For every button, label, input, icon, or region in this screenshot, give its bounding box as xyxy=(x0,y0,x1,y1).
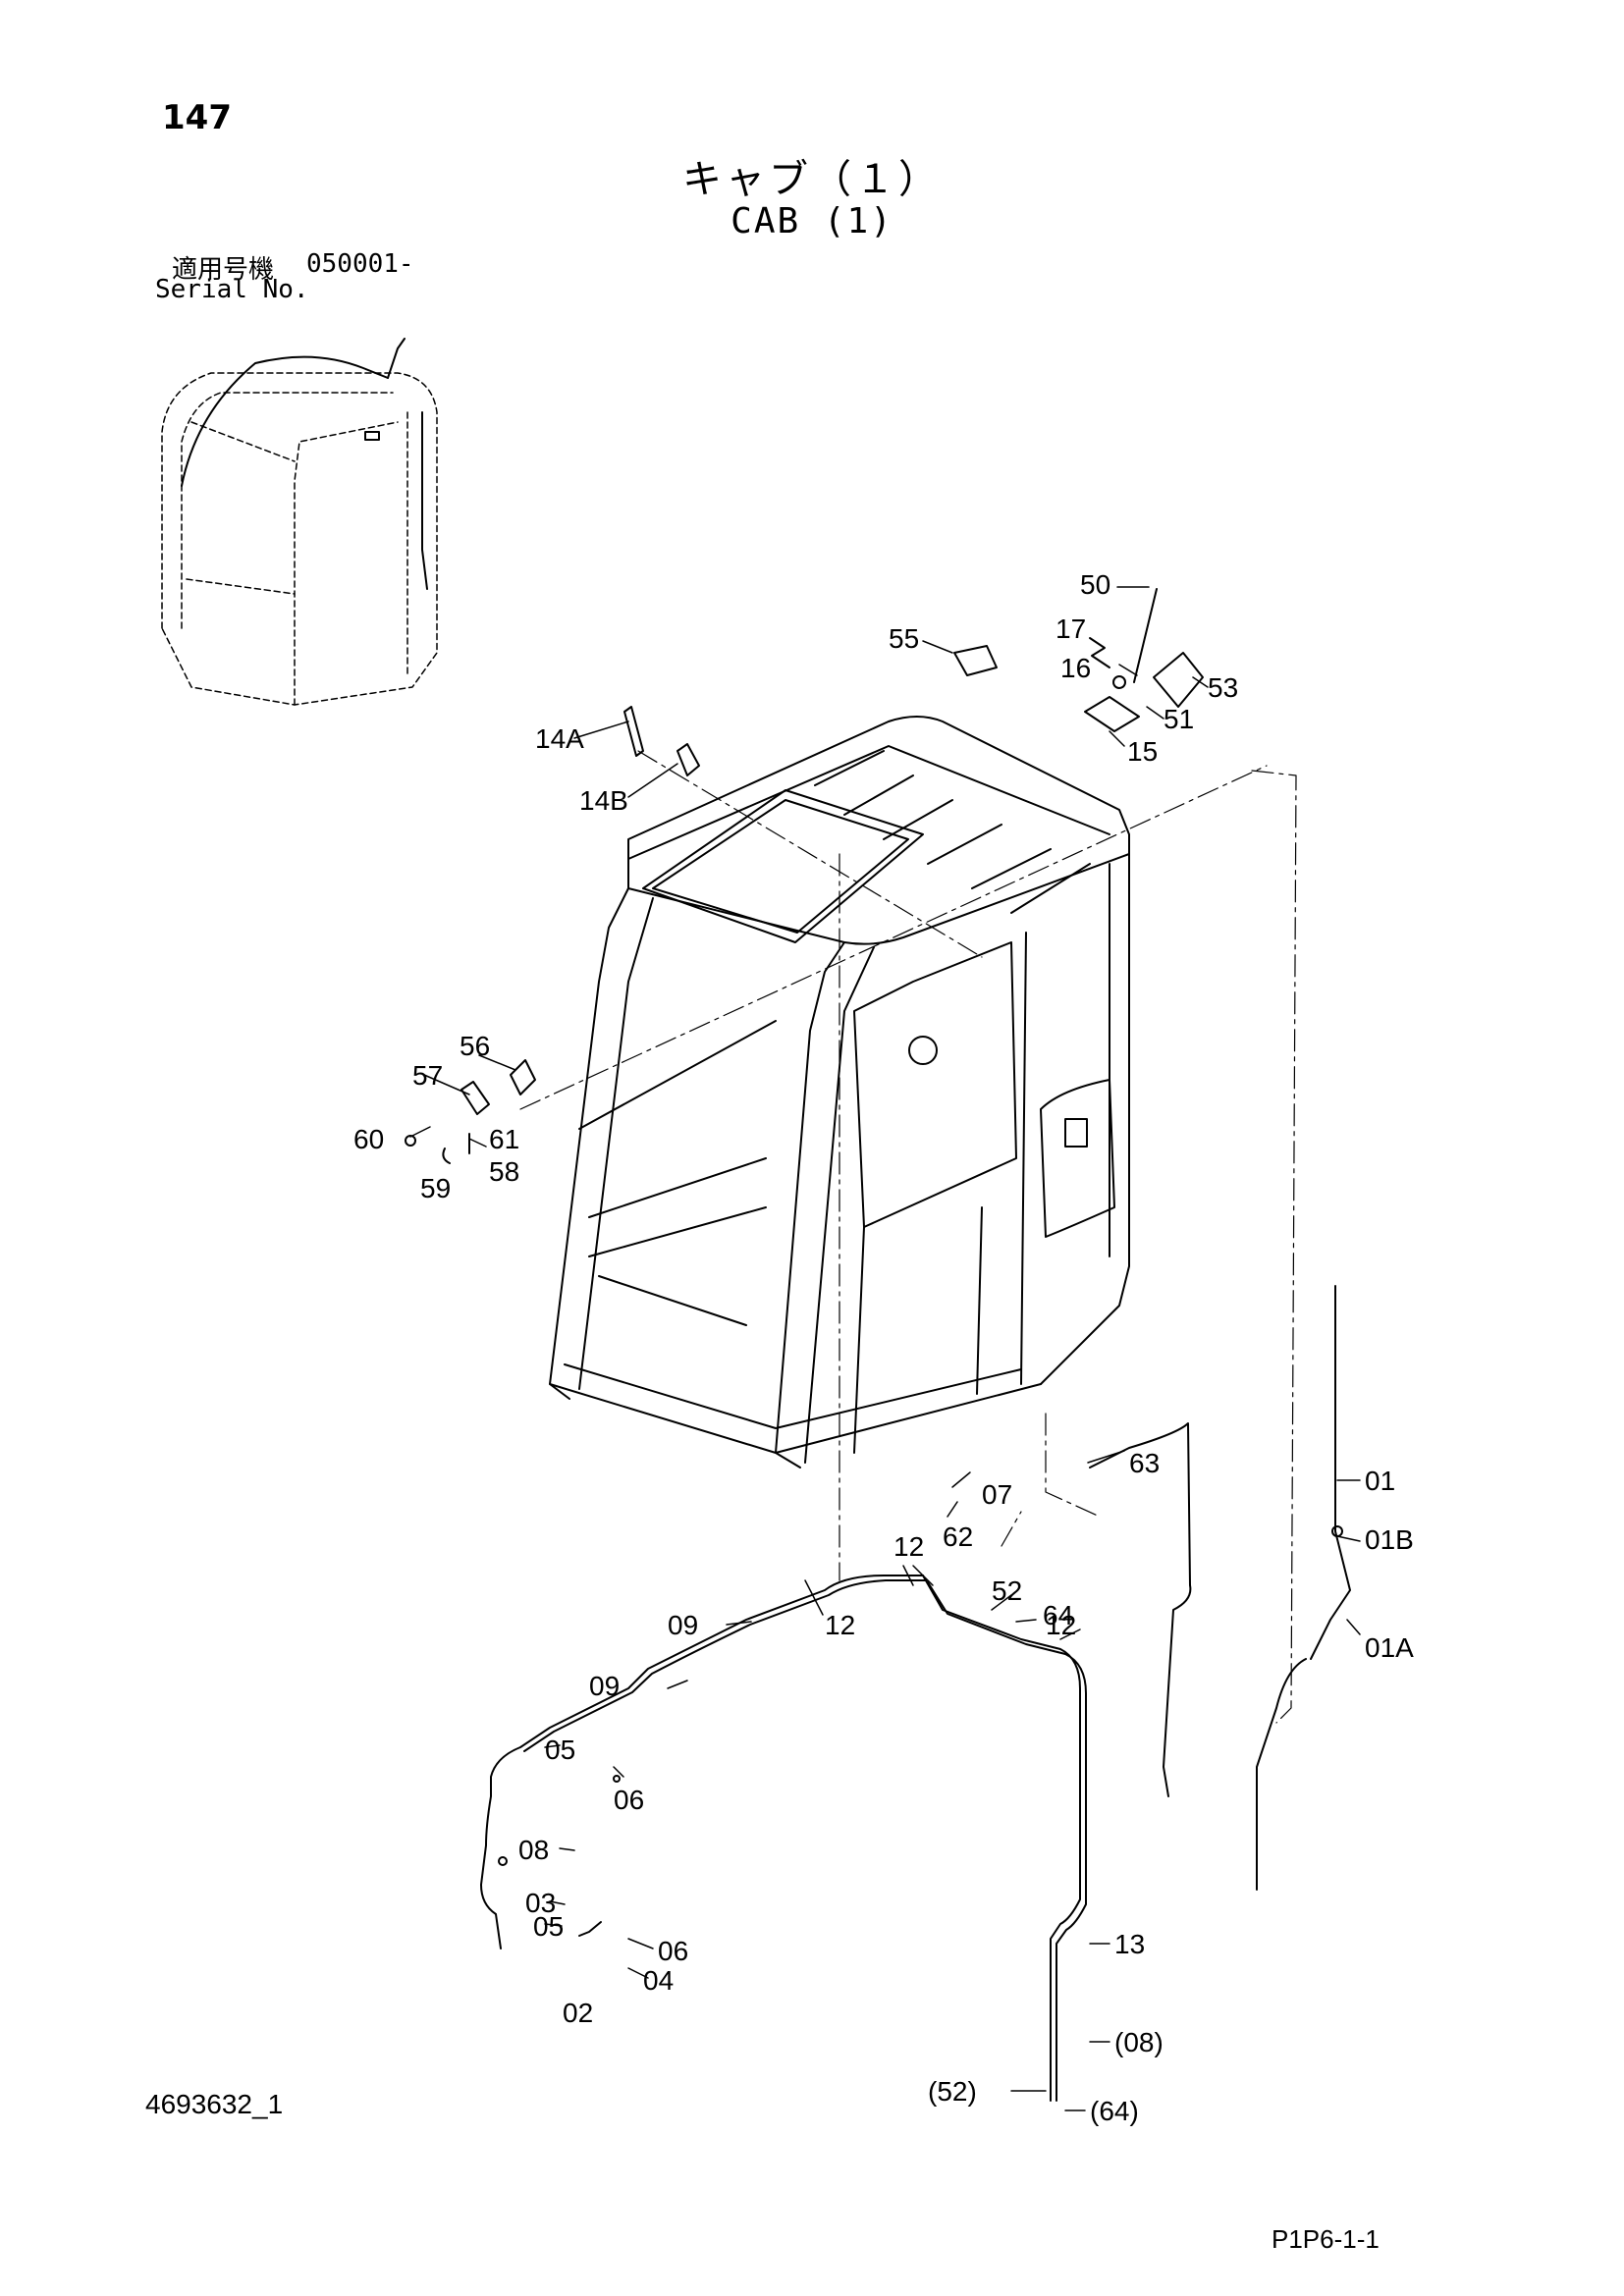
callout-58: 58 xyxy=(489,1156,519,1187)
serial-label-jp: 適用号機 xyxy=(172,255,275,285)
thumbnail-cab xyxy=(161,372,438,706)
callout-02: 02 xyxy=(563,1998,593,2028)
callout-64: 64 xyxy=(1043,1600,1073,1630)
callout-04: 04 xyxy=(643,1965,674,1996)
page-code: P1P6-1-1 xyxy=(1272,2224,1380,2254)
callout-12-left: 12 xyxy=(825,1610,855,1640)
page-title-jp: キャブ（１） xyxy=(682,157,942,202)
thumbnail-harness xyxy=(181,338,428,590)
callout-15: 15 xyxy=(1127,736,1158,767)
thumbnail-lamp xyxy=(364,431,380,441)
callout-50: 50 xyxy=(1080,569,1110,600)
callout-06-lower: 06 xyxy=(658,1936,688,1966)
callout-01: 01 xyxy=(1365,1466,1395,1496)
serial-label-en: Serial No. xyxy=(155,275,309,304)
callout-16: 16 xyxy=(1060,653,1091,683)
callout-62: 62 xyxy=(943,1522,973,1552)
callout-52: 52 xyxy=(992,1575,1022,1606)
callout-60: 60 xyxy=(353,1124,384,1154)
roof-parts xyxy=(623,588,1204,776)
callout-61: 61 xyxy=(489,1124,519,1154)
mirror-bracket xyxy=(405,1059,536,1164)
wire-harness xyxy=(480,1285,1351,2102)
serial-value: 050001- xyxy=(306,249,414,279)
cab-frame xyxy=(549,716,1130,1468)
callout-51: 51 xyxy=(1164,704,1194,734)
callout-07: 07 xyxy=(982,1479,1012,1510)
callout-08-ref: (08) xyxy=(1114,2027,1164,2057)
callout-12-top: 12 xyxy=(893,1531,924,1562)
callout-labels: 50 17 16 53 51 15 55 14A 14B 56 57 60 61… xyxy=(353,569,1414,2126)
callout-13: 13 xyxy=(1114,1929,1145,1959)
callout-55: 55 xyxy=(889,623,919,654)
leader-lines xyxy=(409,586,1361,2111)
antenna xyxy=(1133,588,1158,683)
document-id: 4693632_1 xyxy=(145,2089,284,2119)
callout-12-right: 12 xyxy=(1046,1610,1076,1640)
callout-53: 53 xyxy=(1208,672,1238,703)
callout-59: 59 xyxy=(420,1173,451,1203)
callout-08: 08 xyxy=(518,1835,549,1865)
callout-03: 03 xyxy=(525,1888,556,1918)
callout-64-ref: (64) xyxy=(1090,2096,1139,2126)
page-title-en: CAB (1) xyxy=(731,201,893,241)
callout-14B: 14B xyxy=(579,785,628,816)
callout-57: 57 xyxy=(412,1060,443,1091)
callout-17: 17 xyxy=(1056,614,1086,644)
callout-09-upper: 09 xyxy=(668,1610,698,1640)
callout-52-ref: (52) xyxy=(928,2076,977,2107)
callout-01B: 01B xyxy=(1365,1524,1414,1555)
callout-06-upper: 06 xyxy=(614,1785,644,1815)
dome-lamp xyxy=(953,645,998,676)
callout-05-lower: 05 xyxy=(533,1911,564,1942)
callout-05-upper: 05 xyxy=(545,1735,575,1765)
callout-01A: 01A xyxy=(1365,1632,1414,1663)
chain-lines xyxy=(519,750,1297,1724)
callout-14A: 14A xyxy=(535,723,584,754)
callout-56: 56 xyxy=(460,1031,490,1061)
callout-09-lower: 09 xyxy=(589,1671,620,1701)
page-number: 147 xyxy=(162,98,232,137)
callout-63: 63 xyxy=(1129,1448,1160,1478)
